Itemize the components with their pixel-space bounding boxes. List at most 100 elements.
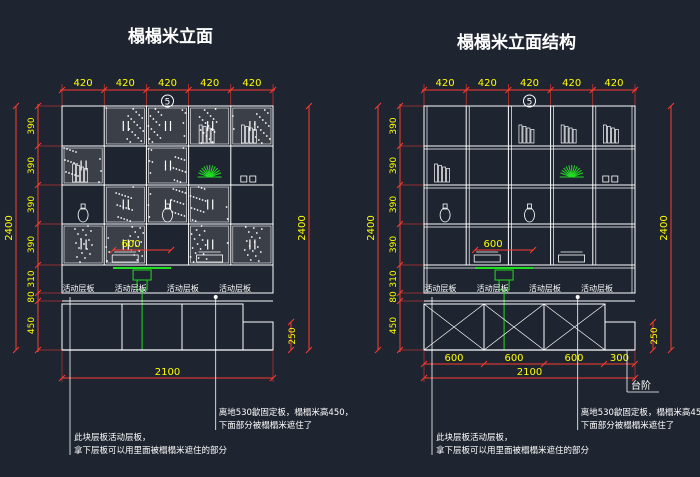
door-panel xyxy=(63,225,103,264)
door-panel xyxy=(190,107,230,145)
left-dim-text: 390 xyxy=(389,196,399,213)
door-texture-dot xyxy=(158,124,161,126)
left-dim-text: 450 xyxy=(389,317,399,334)
height-dim-text: 2400 xyxy=(366,215,377,240)
width-dim-tick xyxy=(631,374,639,382)
top-dim-text: 420 xyxy=(520,78,539,89)
door-texture-dot xyxy=(148,160,151,162)
book xyxy=(446,168,450,183)
door-texture-dot xyxy=(132,108,135,110)
door-texture-dot xyxy=(206,112,209,114)
tatami-step xyxy=(604,321,636,351)
door-texture-dot xyxy=(127,196,130,198)
shelf-box xyxy=(558,254,585,263)
top-dim-tick xyxy=(631,86,639,94)
door-texture-dot xyxy=(66,148,68,150)
door-texture-dot xyxy=(78,247,80,249)
door-texture-dot xyxy=(117,216,120,218)
left-dim-text: 390 xyxy=(27,196,37,213)
door-texture-dot xyxy=(140,241,143,243)
top-dim-text: 420 xyxy=(562,78,581,89)
door-texture-dot xyxy=(198,198,201,200)
vase xyxy=(162,207,173,223)
door-texture-dot xyxy=(108,251,111,253)
door-texture-dot xyxy=(173,179,176,181)
door-texture-dot xyxy=(155,121,158,123)
book xyxy=(560,124,565,144)
table-step xyxy=(494,269,514,281)
left-dim-text: 390 xyxy=(27,157,37,174)
right-small-dim-text: 250 xyxy=(650,327,660,344)
door-texture-dot xyxy=(133,121,136,123)
door-texture-dot xyxy=(196,243,199,245)
door-texture-dot xyxy=(202,253,205,255)
door-texture-dot xyxy=(262,132,265,134)
door-texture-dot xyxy=(149,172,152,174)
vase-neck xyxy=(442,203,448,210)
door-panel xyxy=(148,107,187,145)
door-texture-dot xyxy=(212,118,215,120)
door-texture-dot xyxy=(261,119,264,121)
step-label: 台阶 xyxy=(631,379,651,392)
table-step xyxy=(132,269,152,281)
bottom-dim-text: 600 xyxy=(504,353,523,364)
top-dim-tick xyxy=(462,86,470,94)
door-texture-dot xyxy=(156,134,159,136)
door-texture-dot xyxy=(81,252,83,254)
section-marker xyxy=(523,94,536,108)
left-dim-tick xyxy=(396,102,404,110)
book xyxy=(518,124,523,144)
door-texture-dot xyxy=(175,168,178,170)
door-texture-dot xyxy=(129,220,132,222)
door-texture-dot xyxy=(69,149,71,151)
left-dim-tick xyxy=(34,102,42,110)
bottom-dim-tick xyxy=(480,360,488,368)
door-texture-dot xyxy=(84,257,86,259)
book xyxy=(522,126,527,144)
width-dim-tick xyxy=(58,374,66,382)
shelf-box xyxy=(111,254,139,263)
door-texture-dot xyxy=(201,199,204,201)
bottom-dim-tick xyxy=(420,360,428,368)
left-dim-tick xyxy=(396,261,404,269)
right-small-dim-tick xyxy=(649,318,657,326)
shelf-label: 活动层板 xyxy=(167,283,199,293)
right-small-dim-text: 250 xyxy=(288,327,298,344)
right-small-dim-tick xyxy=(287,318,295,326)
section-marker xyxy=(161,94,174,108)
shelf-label: 活动层板 xyxy=(529,283,561,293)
door-texture-dot xyxy=(89,253,91,255)
top-dim-tick xyxy=(100,86,108,94)
left-dim-text: 390 xyxy=(27,236,37,253)
door-texture-dot xyxy=(148,138,151,140)
door-texture-dot xyxy=(150,128,153,130)
door-texture-dot xyxy=(195,197,198,199)
door-texture-dot xyxy=(172,188,175,190)
door-texture-dot xyxy=(201,239,204,241)
height-dim-tick xyxy=(374,346,382,354)
left-dim-tick xyxy=(34,297,42,305)
top-dim-text: 420 xyxy=(436,78,455,89)
door-texture-dot xyxy=(254,255,257,257)
left-title: 榻榻米立面 xyxy=(128,27,213,47)
door-texture-dot xyxy=(125,207,128,209)
note1-line2: 下面部分被榻榻米遮住了 xyxy=(219,420,313,431)
book xyxy=(526,127,531,144)
bottom-dim-tick xyxy=(540,360,548,368)
door-texture-dot xyxy=(190,207,193,209)
right-dim-tick xyxy=(667,346,675,354)
door-texture-dot xyxy=(200,187,203,189)
book xyxy=(606,126,611,144)
door-texture-dot xyxy=(198,116,201,118)
door-texture-dot xyxy=(70,161,72,163)
step-dim-tick xyxy=(529,246,537,254)
width-dim-tick xyxy=(420,374,428,382)
door-texture-dot xyxy=(193,238,196,240)
top-dim-tick xyxy=(227,86,235,94)
right-title: 榻榻米立面结构 xyxy=(457,33,576,53)
cup xyxy=(602,175,610,183)
left-dim-tick xyxy=(396,289,404,297)
door-texture-dot xyxy=(159,137,162,139)
top-dim-tick xyxy=(185,86,192,94)
door-texture-dot xyxy=(75,151,77,153)
